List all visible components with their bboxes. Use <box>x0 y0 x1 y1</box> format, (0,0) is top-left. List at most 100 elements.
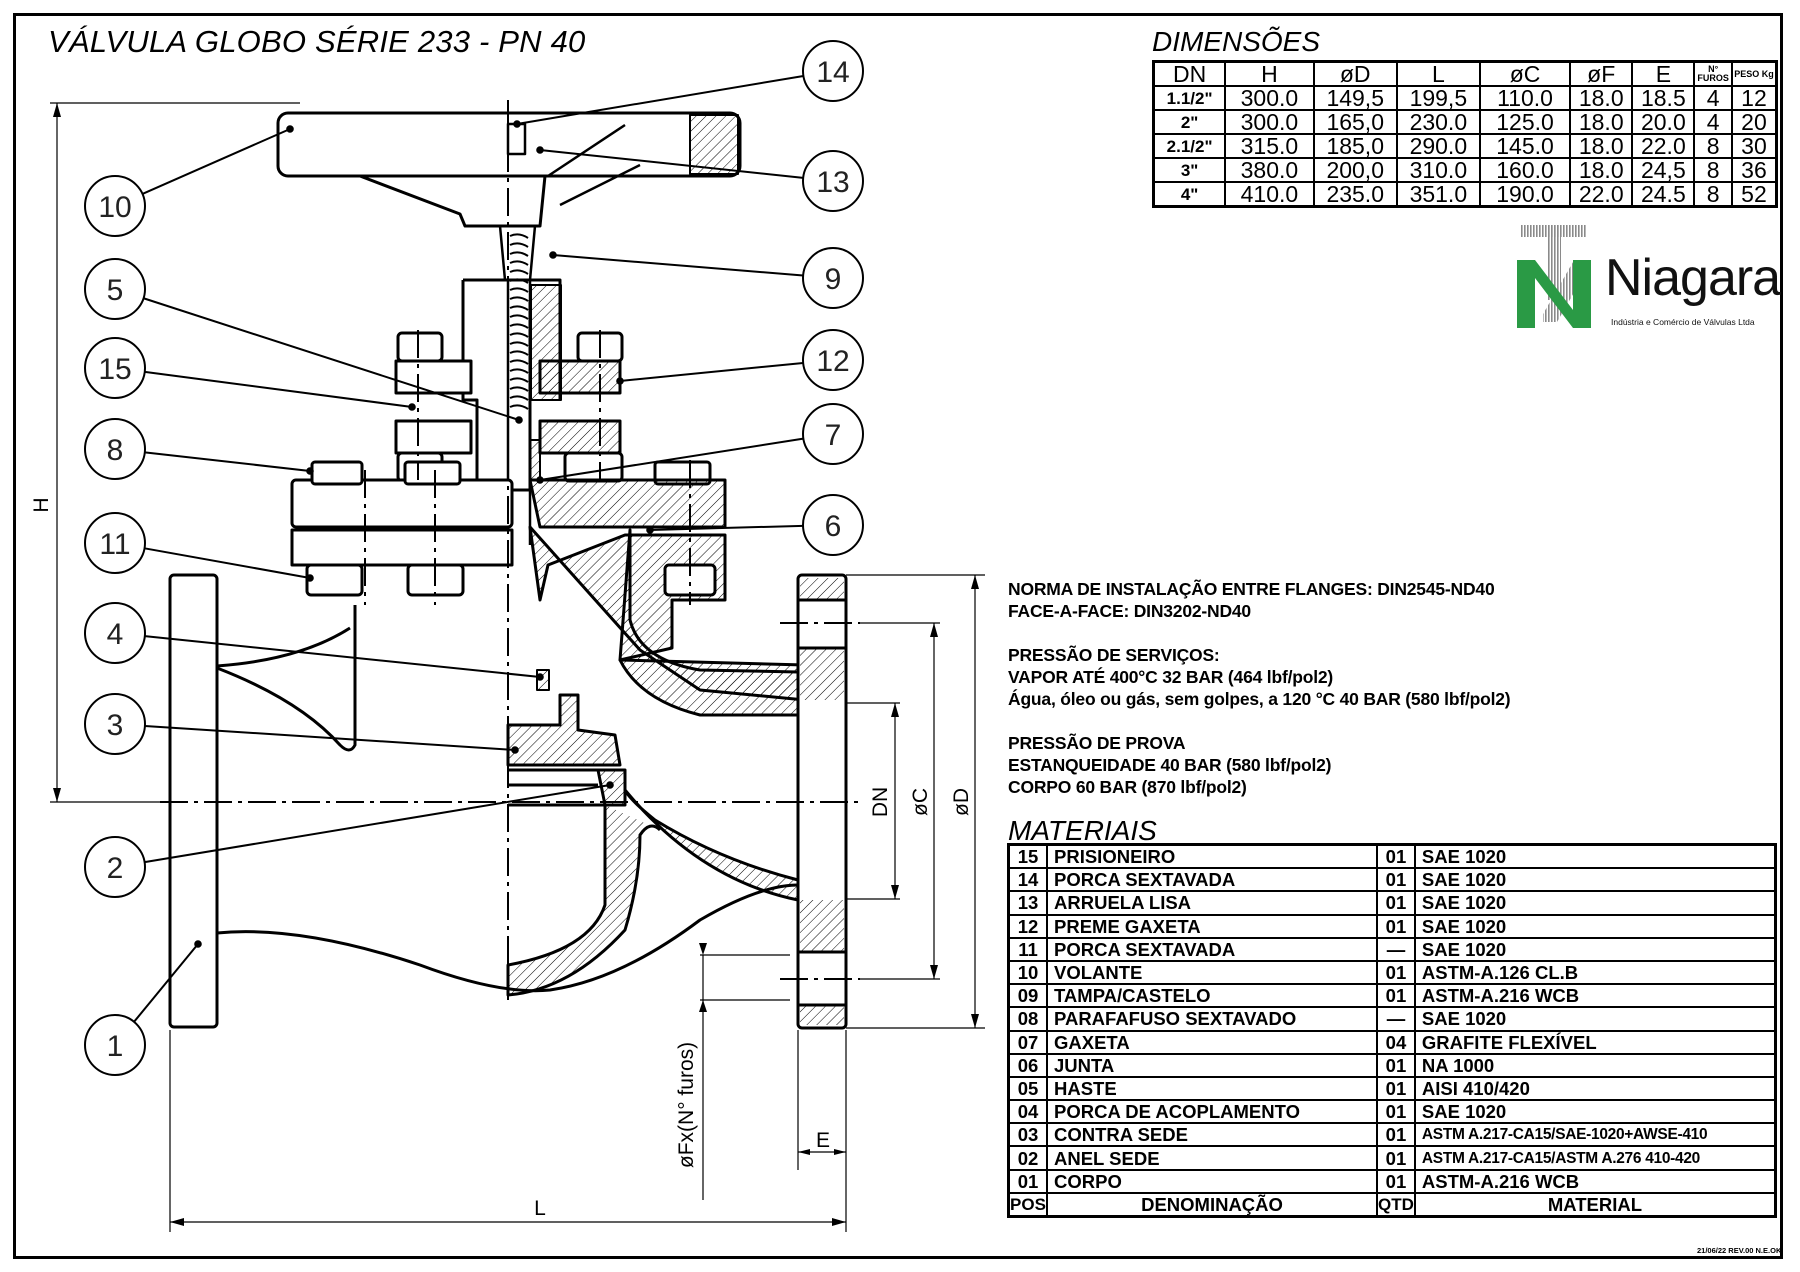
dimensions-cell: 18.0 <box>1569 85 1634 111</box>
dimensions-cell: 20.0 <box>1631 109 1696 135</box>
drawing-title: VÁLVULA GLOBO SÉRIE 233 - PN 40 <box>48 24 586 59</box>
leader-dot <box>513 120 521 128</box>
balloon-label: 4 <box>107 618 124 651</box>
materials-cell-mat: GRAFITE FLEXÍVEL <box>1413 1029 1777 1055</box>
materials-cell-pos: 04 <box>1007 1099 1048 1125</box>
leader-dot <box>646 526 654 534</box>
note-test-seal: ESTANQUEIDADE 40 BAR (580 lbf/pol2) <box>1008 755 1332 775</box>
materials-cell-qtd: 01 <box>1376 843 1416 870</box>
materials-cell-mat: SAE 1020 <box>1413 1006 1777 1032</box>
dimensions-header-cell: L <box>1395 60 1481 87</box>
materials-cell-qtd: 01 <box>1376 1099 1416 1125</box>
balloon-label: 11 <box>99 528 130 561</box>
leader-line <box>144 370 413 408</box>
materials-cell-pos: 02 <box>1007 1145 1048 1171</box>
niagara-logo-icon <box>1517 225 1591 328</box>
dimensions-cell: 190.0 <box>1478 181 1572 208</box>
materials-cell-mat: NA 1000 <box>1413 1052 1777 1078</box>
dimensions-header-cell: PESO Kg <box>1730 60 1778 87</box>
materials-cell-mat: ASTM-A.216 WCB <box>1413 1168 1777 1194</box>
materials-cell-den: TAMPA/CASTELO <box>1046 983 1378 1009</box>
balloon-5: 5 <box>84 258 523 424</box>
note-service-pressure-title: PRESSÃO DE SERVIÇOS: <box>1008 645 1220 665</box>
thread-line <box>509 314 529 320</box>
thread-line <box>509 260 529 266</box>
thread-line <box>509 233 529 239</box>
materials-cell-den: JUNTA <box>1046 1052 1378 1078</box>
materials-cell-den: PORCA DE ACOPLAMENTO <box>1046 1099 1378 1125</box>
materials-cell-den: VOLANTE <box>1046 959 1378 986</box>
materials-header-mat: MATERIAL <box>1413 1191 1777 1218</box>
materials-cell-den: ARRUELA LISA <box>1046 890 1378 916</box>
materials-cell-mat: ASTM A.217-CA15/ASTM A.276 410-420 <box>1413 1145 1777 1171</box>
brand-name: Niagara <box>1605 249 1781 307</box>
balloon-9: 9 <box>549 247 864 309</box>
thread-line <box>509 386 529 392</box>
leader-line <box>142 128 291 195</box>
leader-line <box>516 74 804 125</box>
balloon-label: 13 <box>816 166 849 199</box>
dimensions-cell: 8 <box>1693 181 1733 208</box>
dimensions-cell: 380.0 <box>1224 157 1315 183</box>
leader-line <box>539 437 804 481</box>
thread-line <box>509 296 529 302</box>
balloon-label: 3 <box>107 709 124 742</box>
materials-cell-qtd: 01 <box>1376 959 1416 986</box>
materials-cell-mat: SAE 1020 <box>1413 890 1777 916</box>
thread-line <box>509 332 529 338</box>
bonnet-flange <box>290 478 514 529</box>
leader-line <box>619 361 804 382</box>
thread-line <box>509 359 529 365</box>
dimensions-cell: 22.0 <box>1569 181 1634 208</box>
materials-cell-qtd: 01 <box>1376 1122 1416 1148</box>
leader-line <box>649 524 804 531</box>
materials-cell-den: ANEL SEDE <box>1046 1145 1378 1171</box>
leader-dot <box>306 574 314 582</box>
balloon-label: 14 <box>816 56 849 89</box>
thread-line <box>509 404 529 410</box>
dimensions-header-cell: øC <box>1478 60 1572 87</box>
leader-line <box>539 149 804 179</box>
dimensions-header-cell: N° FUROS <box>1693 60 1733 87</box>
dimensions-cell: 36 <box>1730 157 1778 183</box>
dim-label-dn: DN <box>869 787 892 817</box>
materials-cell-mat: SAE 1020 <box>1413 1099 1777 1125</box>
balloon-circle <box>802 40 864 102</box>
materials-cell-den: CORPO <box>1046 1168 1378 1194</box>
balloon-circle <box>802 150 864 212</box>
balloon-label: 15 <box>98 353 131 386</box>
note-face-to-face: FACE-A-FACE: DIN3202-ND40 <box>1008 601 1251 621</box>
balloon-2: 2 <box>84 781 614 898</box>
dimensions-cell: 8 <box>1693 133 1733 159</box>
materials-cell-mat: SAE 1020 <box>1413 843 1777 870</box>
body-lower-wall <box>623 788 800 902</box>
materials-cell-pos: 11 <box>1007 936 1048 962</box>
dimensions-cell: 200,0 <box>1312 157 1398 183</box>
dimensions-cell: 110.0 <box>1478 85 1572 111</box>
dimensions-cell: 300.0 <box>1224 85 1315 111</box>
leader-dot <box>511 746 519 754</box>
materials-cell-den: PARAFAFUSO SEXTAVADO <box>1046 1006 1378 1032</box>
thread-line <box>509 251 529 257</box>
materials-cell-mat: AISI 410/420 <box>1413 1075 1777 1102</box>
dim-label-l: L <box>534 1197 546 1220</box>
materials-cell-den: PRISIONEIRO <box>1046 843 1378 870</box>
materials-cell-mat: SAE 1020 <box>1413 867 1777 893</box>
materials-cell-qtd: 01 <box>1376 983 1416 1009</box>
materials-cell-qtd: 01 <box>1376 1075 1416 1102</box>
dimensions-header-cell: øF <box>1569 60 1634 87</box>
dimensions-cell: 4 <box>1693 85 1733 111</box>
materials-cell-pos: 15 <box>1007 843 1048 870</box>
dim-label-d: øD <box>950 788 973 816</box>
balloon-circle <box>802 247 864 309</box>
materials-cell-pos: 03 <box>1007 1122 1048 1148</box>
dimensions-cell: 290.0 <box>1395 133 1481 159</box>
dimensions-cell: 160.0 <box>1478 157 1572 183</box>
thread-line <box>509 368 529 374</box>
